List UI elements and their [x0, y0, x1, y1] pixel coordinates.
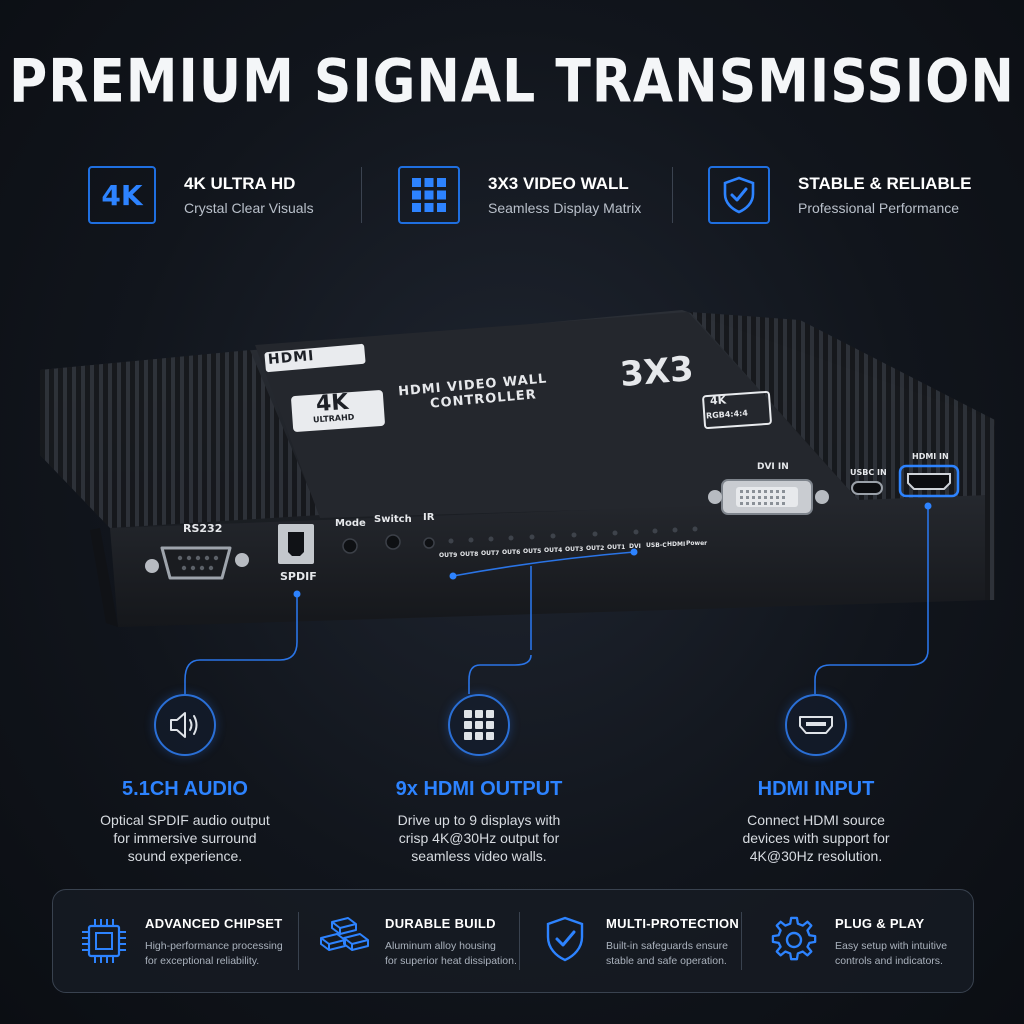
gear-icon — [765, 916, 823, 966]
bottom-feature-desc: Aluminum alloy housing for superior heat… — [385, 939, 517, 969]
feature-title: 3X3 VIDEO WALL — [488, 174, 629, 193]
4k-icon: 4K — [88, 166, 156, 224]
led-label-out4: OUT4 — [544, 547, 563, 554]
feature-chipset: ADVANCED CHIPSET High-performance proces… — [75, 916, 283, 969]
led-label-out9: OUT9 — [439, 552, 458, 559]
led-label-out5: OUT5 — [523, 548, 542, 555]
video-wall-controller — [40, 310, 995, 650]
led-label-hdmi: HDMI — [667, 541, 686, 548]
feature-durable: DURABLE BUILD Aluminum alloy housing for… — [315, 916, 517, 969]
desc-line: Easy setup with intuitive — [835, 940, 948, 952]
bottom-feature-desc: High-performance processing for exceptio… — [145, 939, 283, 969]
desc-line: High-performance processing — [145, 940, 283, 952]
led-label-out1: OUT1 — [607, 544, 626, 551]
4k-icon-text: 4K — [101, 178, 143, 212]
shield-check-icon — [708, 166, 770, 224]
led-label-out6: OUT6 — [502, 549, 521, 556]
button-label-mode: Mode — [335, 518, 366, 529]
callout-title: HDMI INPUT — [757, 778, 875, 800]
shield-check-icon — [536, 916, 594, 966]
bottom-feature-desc: Easy setup with intuitive controls and i… — [835, 939, 947, 969]
callout-title: 5.1CH AUDIO — [122, 778, 248, 800]
desc-line: Drive up to 9 displays with — [397, 812, 561, 828]
divider — [519, 912, 520, 970]
desc-line: controls and indicators. — [835, 955, 943, 967]
callout-hdmi-output: 9x HDMI OUTPUT Drive up to 9 displays wi… — [349, 694, 609, 865]
led-label-out8: OUT8 — [460, 551, 479, 558]
desc-line: devices with support for — [742, 830, 890, 846]
feature-stable: STABLE & RELIABLE Professional Performan… — [708, 165, 971, 225]
port-label-dvi-in: DVI IN — [757, 462, 789, 472]
port-label-spdif: SPDIF — [280, 570, 317, 583]
desc-line: stable and safe operation. — [606, 955, 727, 967]
port-label-hdmi-in: HDMI IN — [912, 452, 949, 461]
feature-title: STABLE & RELIABLE — [798, 174, 972, 193]
feature-subtitle: Professional Performance — [798, 200, 960, 216]
device-illustration: HDMI 4K ULTRAHD HDMI VIDEO WALL CONTROLL… — [0, 290, 1024, 650]
speaker-icon — [154, 694, 216, 756]
desc-line: for immersive surround — [113, 830, 257, 846]
top-features: 4K 4K ULTRA HD Crystal Clear Visuals 3X3… — [0, 165, 1024, 227]
hdmi-port-icon — [785, 694, 847, 756]
grid-icon — [448, 694, 510, 756]
led-label-dvi: DVI — [629, 543, 641, 550]
button-label-ir: IR — [423, 512, 435, 523]
callout-desc: Drive up to 9 displays with crisp 4K@30H… — [349, 811, 609, 865]
feature-protection: MULTI-PROTECTION Built-in safeguards ens… — [536, 916, 739, 969]
feature-plug-play: PLUG & PLAY Easy setup with intuitive co… — [765, 916, 947, 969]
desc-line: Connect HDMI source — [747, 812, 885, 828]
callout-title: 9x HDMI OUTPUT — [395, 778, 563, 800]
desc-line: Aluminum alloy housing — [385, 940, 496, 952]
button-label-switch: Switch — [374, 514, 412, 525]
page-title: PREMIUM SIGNAL TRANSMISSION — [9, 47, 1015, 117]
led-label-out3: OUT3 — [565, 546, 584, 553]
bottom-feature-title: MULTI-PROTECTION — [606, 916, 740, 931]
grid-icon — [398, 166, 460, 224]
desc-line: for exceptional reliability. — [145, 955, 260, 967]
desc-line: seamless video walls. — [411, 848, 547, 864]
callout-desc: Optical SPDIF audio output for immersive… — [55, 811, 315, 865]
desc-line: sound experience. — [127, 848, 243, 864]
feature-video-wall: 3X3 VIDEO WALL Seamless Display Matrix — [398, 165, 641, 225]
led-label-out2: OUT2 — [586, 545, 605, 552]
led-label-out7: OUT7 — [481, 550, 500, 557]
desc-line: 4K@30Hz resolution. — [749, 848, 883, 864]
bottom-feature-title: PLUG & PLAY — [835, 916, 925, 931]
desc-line: Optical SPDIF audio output — [100, 812, 270, 828]
callout-hdmi-input: HDMI INPUT Connect HDMI source devices w… — [686, 694, 946, 865]
callout-audio: 5.1CH AUDIO Optical SPDIF audio output f… — [55, 694, 315, 865]
led-label-power: Power — [686, 540, 708, 547]
bottom-feature-title: DURABLE BUILD — [385, 916, 496, 931]
port-label-rs232: RS232 — [183, 522, 223, 535]
feature-subtitle: Crystal Clear Visuals — [184, 200, 314, 216]
port-label-usbc-in: USBC IN — [850, 468, 887, 477]
divider — [361, 167, 362, 223]
divider — [672, 167, 673, 223]
feature-title: 4K ULTRA HD — [184, 174, 296, 193]
desc-line: crisp 4K@30Hz output for — [398, 830, 560, 846]
bottom-features-panel: ADVANCED CHIPSET High-performance proces… — [52, 889, 974, 993]
bricks-icon — [315, 916, 373, 966]
feature-subtitle: Seamless Display Matrix — [488, 200, 642, 216]
feature-4k: 4K 4K ULTRA HD Crystal Clear Visuals — [88, 165, 314, 225]
callout-desc: Connect HDMI source devices with support… — [686, 811, 946, 865]
bottom-feature-title: ADVANCED CHIPSET — [145, 916, 283, 931]
divider — [741, 912, 742, 970]
desc-line: for superior heat dissipation. — [385, 955, 517, 967]
chip-icon — [75, 916, 133, 966]
led-label-usbc: USB-C — [646, 542, 667, 549]
bottom-feature-desc: Built-in safeguards ensure stable and sa… — [606, 939, 739, 969]
desc-line: Built-in safeguards ensure — [606, 940, 728, 952]
divider — [298, 912, 299, 970]
